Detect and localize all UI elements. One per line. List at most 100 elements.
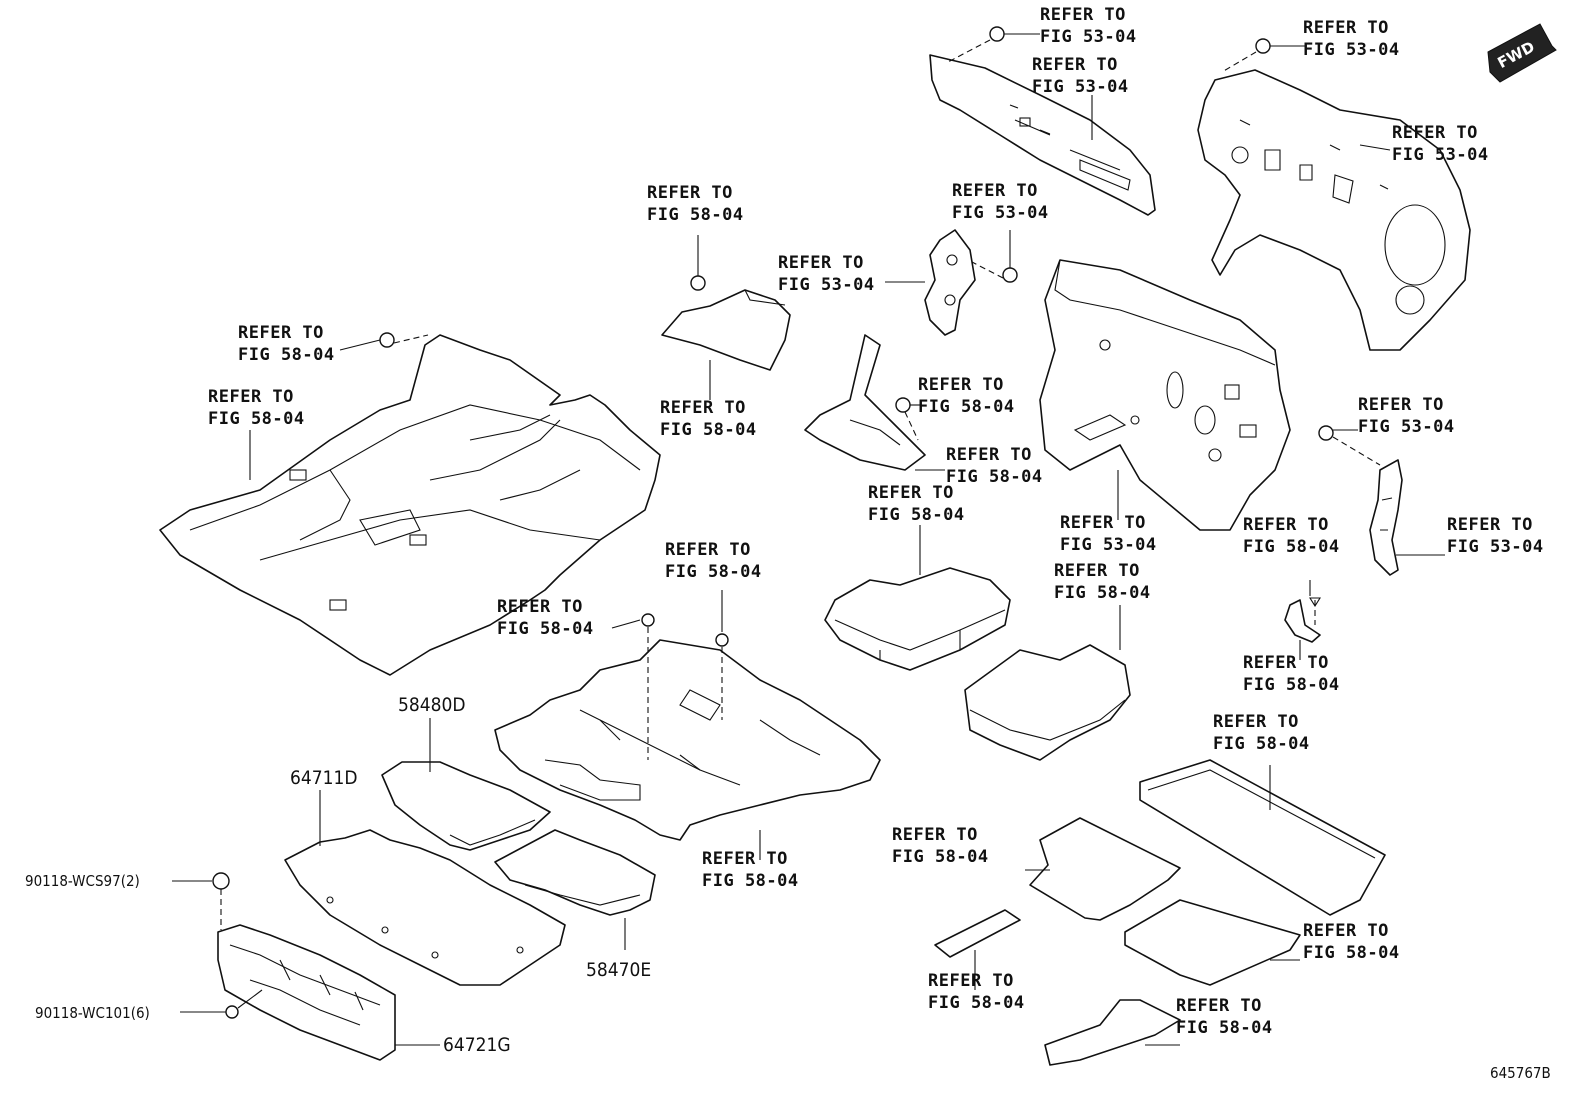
svg-text:REFER TO: REFER TO (868, 483, 954, 503)
svg-text:REFER TO: REFER TO (1054, 561, 1140, 581)
svg-text:REFER TO: REFER TO (892, 825, 978, 845)
clip-icon (715, 633, 729, 720)
svg-text:FIG 53-04: FIG 53-04 (1447, 537, 1544, 557)
refer-label-r24[interactable]: REFER TO FIG 58-04 (702, 849, 799, 891)
refer-label-r19[interactable]: REFER TO FIG 58-04 (497, 597, 594, 639)
refer-label-r01[interactable]: REFER TO FIG 53-04 (1040, 5, 1137, 47)
svg-text:FIG 58-04: FIG 58-04 (946, 467, 1043, 487)
svg-text:FIG 58-04: FIG 58-04 (1303, 943, 1400, 963)
svg-text:FIG 53-04: FIG 53-04 (1392, 145, 1489, 165)
clip-icon (690, 275, 706, 291)
refer-label-r23[interactable]: REFER TO FIG 58-04 (892, 825, 989, 867)
refer-label-r07[interactable]: REFER TO FIG 53-04 (778, 253, 875, 295)
refer-label-r26[interactable]: REFER TO FIG 58-04 (928, 971, 1025, 1013)
clip-icon (1221, 38, 1271, 73)
refer-label-r16[interactable]: REFER TO FIG 58-04 (1243, 515, 1340, 557)
refer-label-r10[interactable]: REFER TO FIG 58-04 (918, 375, 1015, 417)
svg-text:REFER TO: REFER TO (952, 181, 1038, 201)
clip-icon (947, 26, 1005, 63)
dash-silencer-center (1039, 259, 1291, 531)
svg-text:FIG 58-04: FIG 58-04 (660, 420, 757, 440)
clip-icon (212, 872, 230, 930)
floor-carpet-main (159, 334, 661, 676)
svg-text:FIG 53-04: FIG 53-04 (1032, 77, 1129, 97)
clip-icon (379, 332, 429, 348)
svg-text:REFER TO: REFER TO (946, 445, 1032, 465)
part-number-58470e[interactable]: 58470E (586, 959, 651, 981)
svg-text:REFER TO: REFER TO (647, 183, 733, 203)
part-number-90118-wcs97[interactable]: 90118-WCS97(2) (25, 872, 140, 890)
refer-label-r09[interactable]: REFER TO FIG 58-04 (208, 387, 305, 429)
refer-label-r20[interactable]: REFER TO FIG 58-04 (1054, 561, 1151, 603)
floor-mat-small-footrest (1044, 999, 1181, 1066)
refer-label-r13[interactable]: REFER TO FIG 58-04 (868, 483, 965, 525)
svg-text:REFER TO: REFER TO (702, 849, 788, 869)
svg-text:REFER TO: REFER TO (1176, 996, 1262, 1016)
svg-text:REFER TO: REFER TO (497, 597, 583, 617)
panel-58480d (381, 761, 551, 851)
svg-text:REFER TO: REFER TO (1243, 653, 1329, 673)
svg-text:FIG 58-04: FIG 58-04 (238, 345, 335, 365)
refer-label-r03[interactable]: REFER TO FIG 53-04 (1303, 18, 1400, 60)
svg-text:REFER TO: REFER TO (1392, 123, 1478, 143)
svg-text:REFER TO: REFER TO (1040, 5, 1126, 25)
panel-64711d (284, 829, 566, 986)
part-number-64721g[interactable]: 64721G (443, 1034, 511, 1056)
refer-label-r02[interactable]: REFER TO FIG 53-04 (1032, 55, 1129, 97)
svg-text:FIG 53-04: FIG 53-04 (1040, 27, 1137, 47)
svg-text:REFER TO: REFER TO (1213, 712, 1299, 732)
dash-insulator-right (1197, 69, 1471, 351)
svg-text:REFER TO: REFER TO (1303, 921, 1389, 941)
bracket-right (1369, 459, 1403, 576)
refer-label-r04[interactable]: REFER TO FIG 53-04 (1392, 123, 1489, 165)
part-number-64711d[interactable]: 64711D (290, 767, 358, 789)
silencer-center-left (804, 334, 926, 471)
underfloor-panel-center (494, 639, 881, 841)
bracket-small-clip (1284, 597, 1321, 643)
dash-panel-upper-left (929, 54, 1156, 216)
svg-text:REFER TO: REFER TO (238, 323, 324, 343)
clip-icon (1318, 425, 1381, 466)
refer-label-r11[interactable]: REFER TO FIG 58-04 (660, 398, 757, 440)
svg-text:REFER TO: REFER TO (1358, 395, 1444, 415)
refer-label-r17[interactable]: REFER TO FIG 53-04 (1447, 515, 1544, 557)
refer-label-r25[interactable]: REFER TO FIG 58-04 (1303, 921, 1400, 963)
svg-text:FIG 58-04: FIG 58-04 (1213, 734, 1310, 754)
svg-text:FIG 58-04: FIG 58-04 (892, 847, 989, 867)
refer-label-r15[interactable]: REFER TO FIG 53-04 (1060, 513, 1157, 555)
svg-text:FIG 53-04: FIG 53-04 (952, 203, 1049, 223)
part-number-58480d[interactable]: 58480D (398, 694, 466, 716)
panel-58470e (494, 829, 656, 916)
refer-label-r22[interactable]: REFER TO FIG 58-04 (1213, 712, 1310, 754)
svg-text:FIG 58-04: FIG 58-04 (208, 409, 305, 429)
part-number-90118-wc101[interactable]: 90118-WC101(6) (35, 1004, 150, 1022)
refer-label-r18[interactable]: REFER TO FIG 58-04 (665, 540, 762, 582)
tray-center-upper (824, 567, 1011, 671)
svg-text:REFER TO: REFER TO (665, 540, 751, 560)
svg-text:REFER TO: REFER TO (1243, 515, 1329, 535)
svg-text:FIG 53-04: FIG 53-04 (1303, 40, 1400, 60)
leader-lines (172, 33, 1445, 1046)
refer-label-r14[interactable]: REFER TO FIG 53-04 (1358, 395, 1455, 437)
svg-text:REFER TO: REFER TO (928, 971, 1014, 991)
svg-text:FIG 58-04: FIG 58-04 (868, 505, 965, 525)
refer-label-r21[interactable]: REFER TO FIG 58-04 (1243, 653, 1340, 695)
svg-text:FIG 58-04: FIG 58-04 (928, 993, 1025, 1013)
refer-label-r08[interactable]: REFER TO FIG 58-04 (238, 323, 335, 365)
refer-label-r27[interactable]: REFER TO FIG 58-04 (1176, 996, 1273, 1038)
svg-text:REFER TO: REFER TO (1303, 18, 1389, 38)
silencer-upper-middle (661, 289, 791, 371)
svg-text:REFER TO: REFER TO (1032, 55, 1118, 75)
svg-text:FIG 58-04: FIG 58-04 (665, 562, 762, 582)
svg-text:FIG 53-04: FIG 53-04 (1060, 535, 1157, 555)
floor-mat-front-left (1124, 899, 1301, 986)
refer-label-r06[interactable]: REFER TO FIG 53-04 (952, 181, 1049, 223)
refer-label-r05[interactable]: REFER TO FIG 58-04 (647, 183, 744, 225)
refer-label-r12[interactable]: REFER TO FIG 58-04 (946, 445, 1043, 487)
floor-mat-small-strip (934, 909, 1021, 958)
svg-text:FIG 58-04: FIG 58-04 (918, 397, 1015, 417)
svg-text:FIG 58-04: FIG 58-04 (1243, 537, 1340, 557)
diagram-id: 645767B (1490, 1064, 1551, 1082)
floor-mat-front-right (1029, 817, 1181, 921)
floor-mat-rear (1139, 759, 1386, 916)
